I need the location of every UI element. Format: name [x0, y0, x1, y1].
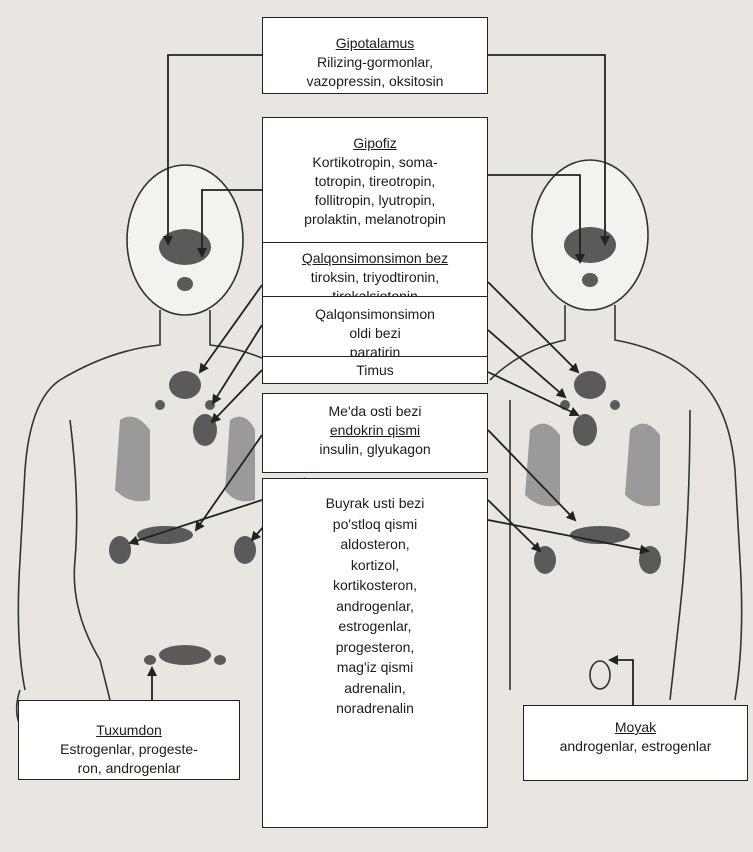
hypothalamus-hormones: Rilizing-gormonlar, vazopressin, oksitos…: [271, 53, 479, 91]
ovary-hormones: Estrogenlar, progeste- ron, androgenlar: [27, 740, 231, 778]
testis-box: Moyak androgenlar, estrogenlar: [523, 705, 748, 781]
pancreas-endocrine-part: endokrin qismi: [271, 421, 479, 440]
adrenal-box: Buyrak usti bezi po'stloq qismi aldoster…: [262, 478, 488, 828]
adrenal-text: Buyrak usti bezi po'stloq qismi aldoster…: [271, 493, 479, 719]
hypothalamus-title: Gipotalamus: [271, 34, 479, 53]
ovary-title: Tuxumdon: [27, 721, 231, 740]
thymus-box: Timus: [262, 356, 488, 384]
ovary-box: Tuxumdon Estrogenlar, progeste- ron, and…: [18, 700, 240, 780]
thyroid-title: Qalqonsimonsimon bez: [271, 249, 479, 268]
parathyroid-text: Qalqonsimonsimon oldi bezi paratirin: [271, 305, 479, 362]
male-figure: [490, 160, 742, 700]
testis-hormones: androgenlar, estrogenlar: [532, 737, 739, 756]
pituitary-hormones: Kortikotropin, soma- totropin, tireotrop…: [271, 153, 479, 229]
pancreas-box: Me'da osti bezi endokrin qismi insulin, …: [262, 393, 488, 473]
testis-title: Moyak: [532, 718, 739, 737]
thymus-text: Timus: [271, 361, 479, 380]
pancreas-name: Me'da osti bezi: [271, 402, 479, 421]
pancreas-hormones: insulin, glyukagon: [271, 440, 479, 459]
female-figure: [17, 165, 300, 740]
pituitary-title: Gipofiz: [271, 134, 479, 153]
hypothalamus-box: Gipotalamus Rilizing-gormonlar, vazopres…: [262, 17, 488, 94]
